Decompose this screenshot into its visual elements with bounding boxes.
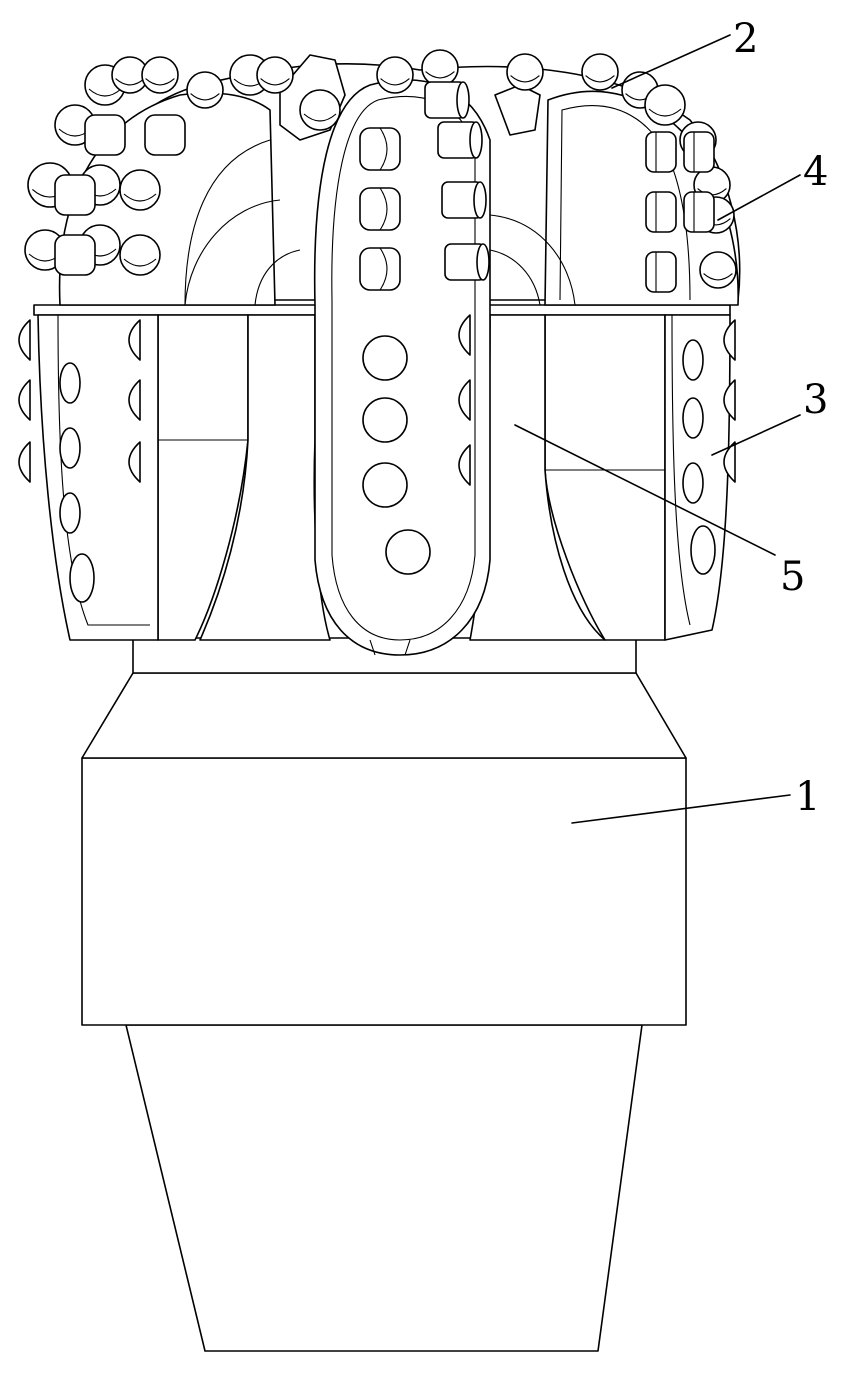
shank-taper xyxy=(125,1024,643,1352)
pdc-cutter xyxy=(645,191,677,233)
gauge-cutters xyxy=(18,314,736,603)
part-labels: 1 2 3 4 5 xyxy=(733,16,828,820)
dome-cutter xyxy=(186,71,224,109)
pdc-cutter-face xyxy=(379,187,388,231)
pdc-cutter xyxy=(84,114,126,156)
dome-cutter xyxy=(699,251,737,289)
leader-line-4 xyxy=(717,174,801,221)
pdc-cutter-face xyxy=(473,181,487,219)
gauge-cutter xyxy=(690,525,716,575)
pdc-cutter-face xyxy=(456,81,470,119)
label-5: 5 xyxy=(780,554,805,600)
gauge-cutter xyxy=(362,335,408,381)
gauge-insert xyxy=(128,441,141,483)
dome-cutter-rim xyxy=(123,193,157,202)
leader-line-1 xyxy=(571,794,791,824)
pdc-cutter-face xyxy=(379,247,388,291)
pdc-cutter-face xyxy=(476,243,490,281)
dome-cutter-rim xyxy=(425,71,455,79)
dome-cutter xyxy=(644,84,686,126)
pdc-cutter xyxy=(645,251,677,293)
dome-cutter xyxy=(581,53,619,91)
dome-cutter-rim xyxy=(703,273,733,281)
body-chamfer xyxy=(81,637,687,759)
gauge-cutter xyxy=(682,339,704,381)
dome-cutter-rim xyxy=(380,78,410,86)
gauge-insert xyxy=(458,314,471,356)
gauge-insert xyxy=(128,379,141,421)
gauge-cutter xyxy=(362,462,408,508)
dome-cutter-rim xyxy=(510,75,540,83)
body-cylinder xyxy=(81,757,687,1026)
dome-cutter-rim xyxy=(585,75,615,83)
gauge-insert xyxy=(18,319,31,361)
gauge-cutter xyxy=(59,427,81,469)
dome-cutter xyxy=(421,49,459,87)
pdc-cutter xyxy=(144,114,186,156)
pdc-cutter xyxy=(54,234,96,276)
gauge-insert xyxy=(723,319,736,361)
pdc-cutter xyxy=(683,191,715,233)
dome-cutter xyxy=(376,56,414,94)
dome-cutter-rim xyxy=(303,113,337,122)
leader-line-2 xyxy=(611,34,731,89)
gauge-cutter xyxy=(69,553,95,603)
dome-cutter-rim xyxy=(145,78,175,86)
gauge-cutter xyxy=(59,492,81,534)
pdc-cutter-face xyxy=(379,127,388,171)
pdc-cutter xyxy=(645,131,677,173)
pdc-cutter xyxy=(359,127,401,171)
gauge-cutter xyxy=(59,362,81,404)
label-4: 4 xyxy=(803,149,828,195)
leader-lines xyxy=(514,34,801,824)
leader-line-5 xyxy=(514,424,776,556)
dome-cutter xyxy=(119,169,161,211)
dome-cutter-rim xyxy=(115,78,145,86)
pdc-cutter-face xyxy=(469,121,483,159)
label-3: 3 xyxy=(803,377,828,423)
label-2: 2 xyxy=(733,16,758,62)
gauge-insert xyxy=(458,379,471,421)
dome-cutter xyxy=(119,234,161,276)
leader-line-3 xyxy=(711,414,801,456)
gauge-cutter xyxy=(385,529,431,575)
gauge-insert xyxy=(128,319,141,361)
dome-cutter-rim xyxy=(88,88,122,97)
dome-cutter xyxy=(299,89,341,131)
pdc-cutter xyxy=(359,187,401,231)
dome-cutter-rim xyxy=(123,258,157,267)
pdc-cutter xyxy=(683,131,715,173)
dome-cutter-rim xyxy=(648,108,682,117)
gauge-insert xyxy=(458,444,471,486)
dome-cutter xyxy=(256,56,294,94)
top-cutters xyxy=(24,49,737,293)
gauge-cutter xyxy=(682,397,704,439)
dome-cutter xyxy=(141,56,179,94)
label-1: 1 xyxy=(795,774,820,820)
gauge-insert xyxy=(723,379,736,421)
gauge-insert xyxy=(18,441,31,483)
gauge-cutter xyxy=(362,397,408,443)
gauge-cutter xyxy=(682,462,704,504)
pdc-cutter xyxy=(359,247,401,291)
dome-cutter-rim xyxy=(190,93,220,101)
dome-cutter-rim xyxy=(260,78,290,86)
gauge-insert xyxy=(18,379,31,421)
dome-cutter xyxy=(506,53,544,91)
pdc-cutter xyxy=(54,174,96,216)
